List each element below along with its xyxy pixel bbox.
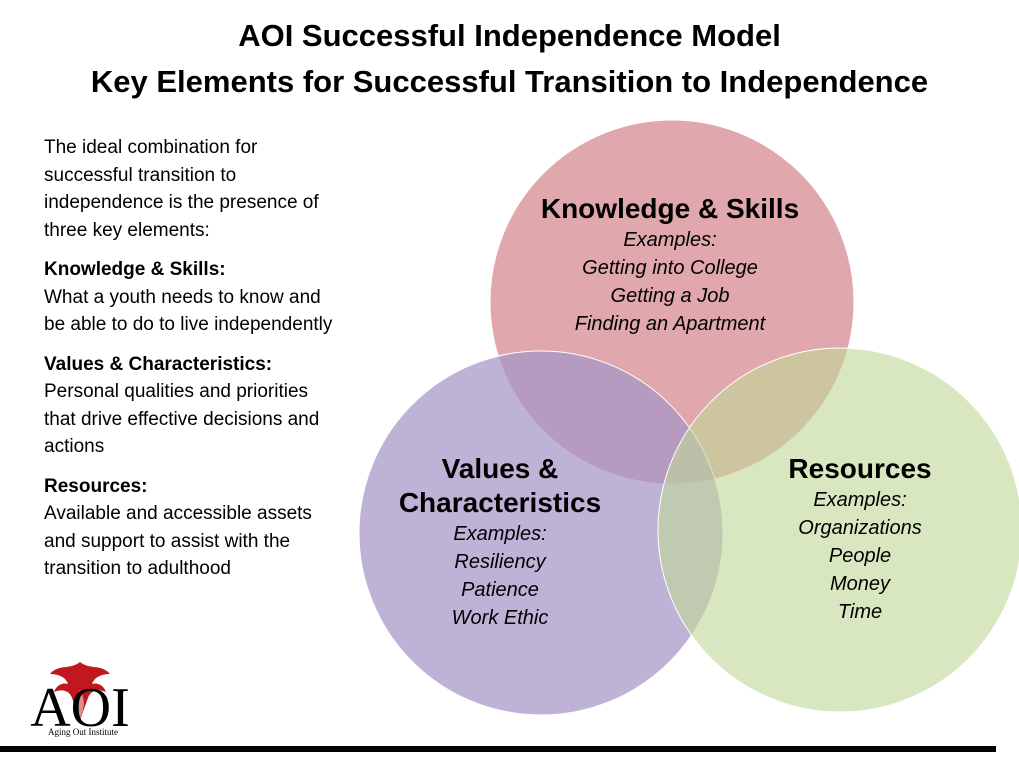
page-title: AOI Successful Independence Model [238, 18, 781, 53]
definition-text: Personal qualities and priorities that d… [44, 381, 320, 457]
aoi-logo: AOI [30, 662, 130, 739]
logo-text: AOI [30, 677, 130, 739]
resources-circle-label: Resources Examples: Organizations People… [760, 452, 960, 626]
circle-title: Characteristics [398, 487, 602, 518]
example-item: Resiliency [454, 551, 546, 573]
examples-label: Examples: [623, 229, 717, 251]
example-item: People [828, 545, 892, 567]
page-subtitle: Key Elements for Successful Transition t… [90, 64, 929, 99]
definition-knowledge: Knowledge & Skills: What a youth needs t… [44, 256, 344, 339]
example-item: Getting a Job [610, 285, 730, 307]
bottom-divider [0, 746, 996, 752]
definitions-panel: The ideal combination for successful tra… [44, 134, 344, 595]
values-circle-label: Values & Characteristics Examples: Resil… [360, 452, 640, 632]
knowledge-circle-label: Knowledge & Skills Examples: Getting int… [520, 192, 820, 338]
example-item: Work Ethic [451, 607, 549, 629]
intro-text: The ideal combination for successful tra… [44, 137, 319, 241]
definition-title: Knowledge & Skills: [44, 259, 226, 280]
examples-label: Examples: [813, 489, 907, 511]
phoenix-icon [50, 662, 110, 720]
example-item: Organizations [798, 517, 922, 539]
example-item: Getting into College [582, 257, 758, 279]
circle-title: Knowledge & Skills [540, 193, 800, 224]
examples-label: Examples: [453, 523, 547, 545]
circle-title: Resources [788, 453, 932, 484]
example-item: Money [829, 573, 891, 595]
circle-title: Values & [441, 453, 559, 484]
definition-resources: Resources: Available and accessible asse… [44, 473, 344, 583]
definition-title: Values & Characteristics: [44, 353, 273, 375]
definition-text: Available and accessible assets and supp… [44, 503, 312, 579]
definition-values: Values & Characteristics: Personal quali… [44, 351, 344, 461]
resources-circle [657, 347, 1019, 713]
definition-text: What a youth needs to know and be able t… [44, 286, 333, 336]
definition-title: Resources: [44, 475, 148, 497]
example-item: Time [837, 601, 883, 623]
example-item: Patience [461, 579, 539, 601]
example-item: Finding an Apartment [574, 313, 766, 335]
venn-circles [358, 119, 1019, 716]
logo-tagline: Aging Out Institute [48, 727, 118, 737]
